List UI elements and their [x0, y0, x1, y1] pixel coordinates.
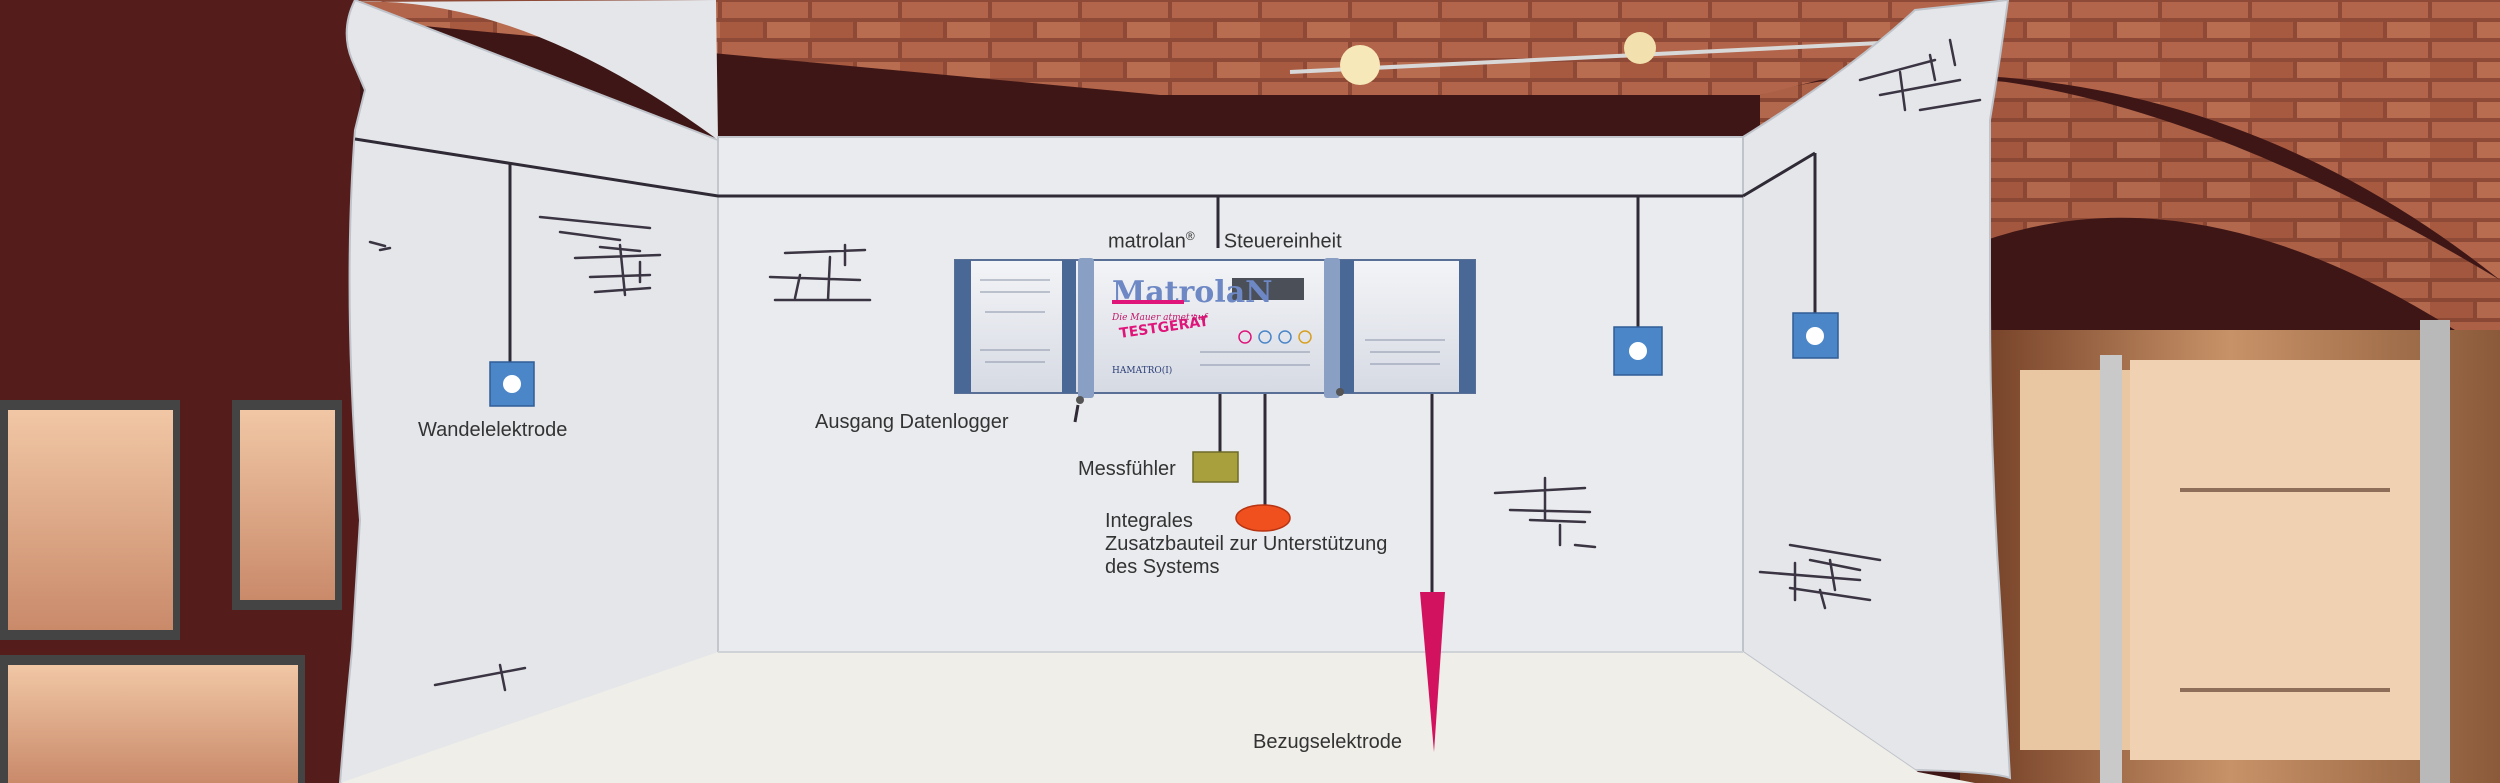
- label-control-unit: matrolan® Steuereinheit: [1108, 224, 1342, 254]
- floor: [340, 652, 1975, 783]
- label-reference-electrode: Bezugselektrode: [1253, 731, 1402, 753]
- back-wall: [717, 136, 1744, 653]
- integral-component: [1235, 504, 1291, 532]
- product-name: matrolan: [1108, 230, 1186, 253]
- integral-line-3: des Systems: [1105, 556, 1220, 578]
- crack-sketches: [368, 38, 1982, 692]
- integral-line-2: Zusatzbauteil zur Unterstützung: [1105, 533, 1388, 555]
- wire-logger: [1073, 404, 1080, 423]
- sensor-block: [1192, 451, 1239, 483]
- registered-mark: ®: [1185, 229, 1195, 243]
- wall-electrode: [489, 361, 535, 407]
- device-logo: MatrolaN: [1112, 275, 1273, 310]
- wiring: [354, 137, 1817, 592]
- top-wire-right: [1742, 151, 1816, 198]
- right-wall-electrode: [1792, 312, 1839, 359]
- device-display: [1232, 278, 1304, 300]
- reference-electrode: [1420, 592, 1445, 752]
- control-unit-name: Steuereinheit: [1223, 230, 1342, 253]
- device-slogan: Die Mauer atmet auf: [1111, 313, 1209, 323]
- label-sensor: Messfühler: [1078, 458, 1176, 480]
- ceiling-lamp-icon: [1340, 45, 1380, 85]
- integral-line-1: Integrales: [1105, 510, 1193, 532]
- ceiling-lamp-icon: [1624, 32, 1656, 64]
- label-integral-component: Integrales Zusatzbauteil zur Unterstützu…: [1105, 510, 1387, 579]
- label-data-logger-output: Ausgang Datenlogger: [815, 411, 1009, 433]
- back-wall-electrode: [1613, 326, 1663, 376]
- right-wall: [1742, 0, 2012, 780]
- top-wire: [354, 137, 1743, 198]
- label-wall-electrode: Wandelelektrode: [418, 419, 568, 441]
- control-unit-device: MatrolaN TESTGERÄT Die Mauer atmet auf H…: [954, 258, 1476, 404]
- device-footer: HAMATRO(I): [1112, 365, 1172, 376]
